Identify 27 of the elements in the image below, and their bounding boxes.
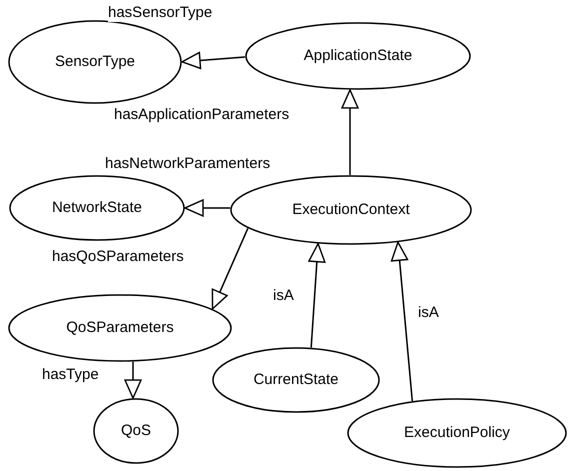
arrow bbox=[390, 242, 414, 402]
arrow bbox=[308, 242, 326, 348]
class-ellipse bbox=[347, 398, 567, 468]
node-label: ApplicationState bbox=[304, 46, 412, 66]
class-ellipse bbox=[245, 22, 471, 90]
node-label: ExecutionContext bbox=[292, 200, 410, 220]
class-ellipse bbox=[8, 294, 232, 362]
class-ellipse bbox=[9, 175, 185, 241]
class-ellipse bbox=[93, 398, 179, 464]
class-ellipse bbox=[212, 347, 380, 413]
edge-label: hasSensorType bbox=[108, 4, 212, 22]
node-label: SensorType bbox=[54, 52, 136, 72]
arrow bbox=[184, 199, 230, 217]
class-ellipse bbox=[230, 175, 472, 245]
arrow bbox=[181, 52, 246, 70]
arrow bbox=[124, 362, 142, 399]
class-ellipse bbox=[8, 20, 182, 104]
node-label: ExecutionPolicy bbox=[404, 422, 510, 443]
arrow bbox=[212, 228, 249, 310]
edge-label: hasQoSParameters bbox=[52, 248, 184, 266]
node-label: CurrentState bbox=[253, 370, 339, 390]
arrow bbox=[341, 89, 359, 175]
edge-label: hasApplicationParameters bbox=[114, 106, 290, 124]
node-label: QoS bbox=[120, 420, 151, 441]
node-label: NetworkState bbox=[52, 198, 142, 218]
node-label: QoSParameters bbox=[66, 318, 174, 338]
edge-label: hasType bbox=[42, 366, 99, 384]
